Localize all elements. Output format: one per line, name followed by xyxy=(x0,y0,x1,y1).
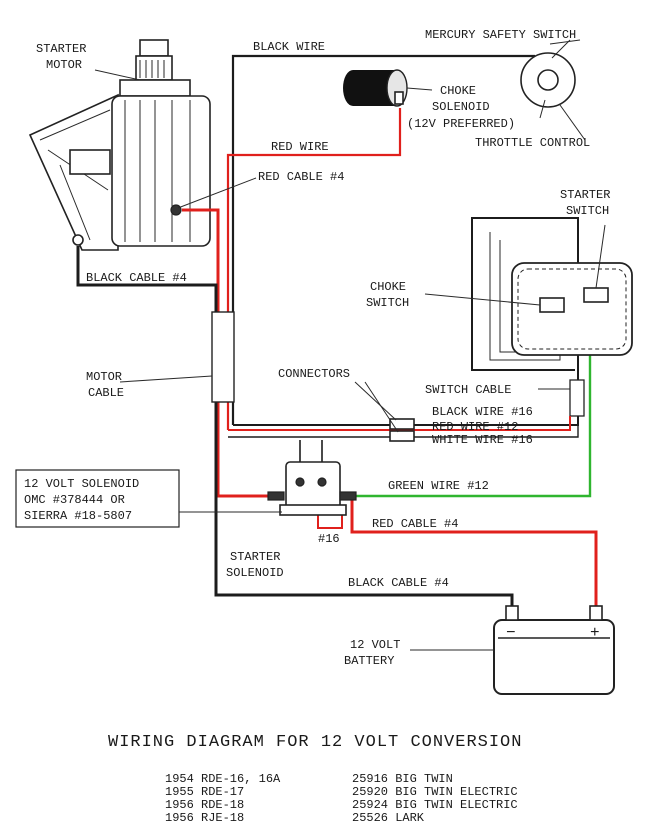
label-solenoid-spec-1: 12 VOLT SOLENOID xyxy=(24,477,139,491)
label-wire-16: #16 xyxy=(318,532,340,546)
model-right-4: 25526 LARK xyxy=(352,811,425,825)
label-red-wire-top: RED WIRE xyxy=(271,140,329,154)
choke-solenoid xyxy=(343,69,433,107)
leader-lines xyxy=(94,69,570,390)
label-starter-switch-1: STARTER xyxy=(560,188,610,202)
black-cable-4-left xyxy=(76,246,514,610)
black-wire-top xyxy=(231,54,535,425)
battery-plus-sign: + xyxy=(590,624,600,642)
model-right-2: 25920 BIG TWIN ELECTRIC xyxy=(352,785,518,799)
label-choke-switch-1: CHOKE xyxy=(370,280,406,294)
label-black-wire-16: BLACK WIRE #16 xyxy=(432,405,533,419)
label-starter-solenoid-2: SOLENOID xyxy=(226,566,284,580)
label-motor-cable-2: CABLE xyxy=(88,386,124,400)
switch-cable-sleeve xyxy=(569,379,585,417)
label-starter-motor-1: STARTER xyxy=(36,42,86,56)
diagram-title: WIRING DIAGRAM FOR 12 VOLT CONVERSION xyxy=(108,733,522,752)
label-switch-cable: SWITCH CABLE xyxy=(425,383,511,397)
label-battery-1: 12 VOLT xyxy=(350,638,400,652)
label-choke-solenoid-1: CHOKE xyxy=(440,84,476,98)
model-left-3: 1956 RDE-18 xyxy=(165,798,244,812)
model-right-1: 25916 BIG TWIN xyxy=(352,772,453,786)
label-motor-cable-1: MOTOR xyxy=(86,370,122,384)
starter-switch xyxy=(583,287,609,303)
label-choke-solenoid-3: (12V PREFERRED) xyxy=(407,117,515,131)
mercury-safety-switch xyxy=(520,39,586,141)
label-red-wire-12: RED WIRE #12 xyxy=(432,420,518,434)
red-wire-top xyxy=(226,108,402,430)
red-cable-4-bottom xyxy=(350,500,598,610)
label-battery-2: BATTERY xyxy=(344,654,394,668)
label-choke-solenoid-2: SOLENOID xyxy=(432,100,490,114)
label-solenoid-spec-3: SIERRA #18-5807 xyxy=(24,509,132,523)
choke-switch xyxy=(539,297,565,313)
label-throttle-control: THROTTLE CONTROL xyxy=(475,136,590,150)
label-red-cable-4-top: RED CABLE #4 xyxy=(258,170,344,184)
starter-terminal xyxy=(170,204,182,216)
connectors xyxy=(354,381,415,442)
label-mercury-switch: MERCURY SAFETY SWITCH xyxy=(425,28,576,42)
starter-solenoid xyxy=(267,461,357,516)
solenoid-spec-box xyxy=(15,469,180,528)
battery-minus-sign: − xyxy=(506,624,516,642)
label-starter-solenoid-1: STARTER xyxy=(230,550,280,564)
label-connectors: CONNECTORS xyxy=(278,367,350,381)
label-solenoid-spec-2: OMC #378444 OR xyxy=(24,493,125,507)
label-green-wire-12: GREEN WIRE #12 xyxy=(388,479,489,493)
model-left-4: 1956 RJE-18 xyxy=(165,811,244,825)
switch-panel xyxy=(424,224,633,356)
label-starter-switch-2: SWITCH xyxy=(566,204,609,218)
model-left-2: 1955 RDE-17 xyxy=(165,785,244,799)
label-starter-motor-2: MOTOR xyxy=(46,58,82,72)
label-black-cable-4-bottom: BLACK CABLE #4 xyxy=(348,576,449,590)
label-choke-switch-2: SWITCH xyxy=(366,296,409,310)
label-black-wire-top: BLACK WIRE xyxy=(253,40,325,54)
battery xyxy=(410,605,615,695)
model-left-1: 1954 RDE-16, 16A xyxy=(165,772,281,786)
motor-cable-sleeve xyxy=(211,311,235,403)
label-white-wire-16: WHITE WIRE #16 xyxy=(432,433,533,447)
label-red-cable-4-bottom: RED CABLE #4 xyxy=(372,517,458,531)
label-black-cable-4-left: BLACK CABLE #4 xyxy=(86,271,187,285)
model-right-3: 25924 BIG TWIN ELECTRIC xyxy=(352,798,518,812)
